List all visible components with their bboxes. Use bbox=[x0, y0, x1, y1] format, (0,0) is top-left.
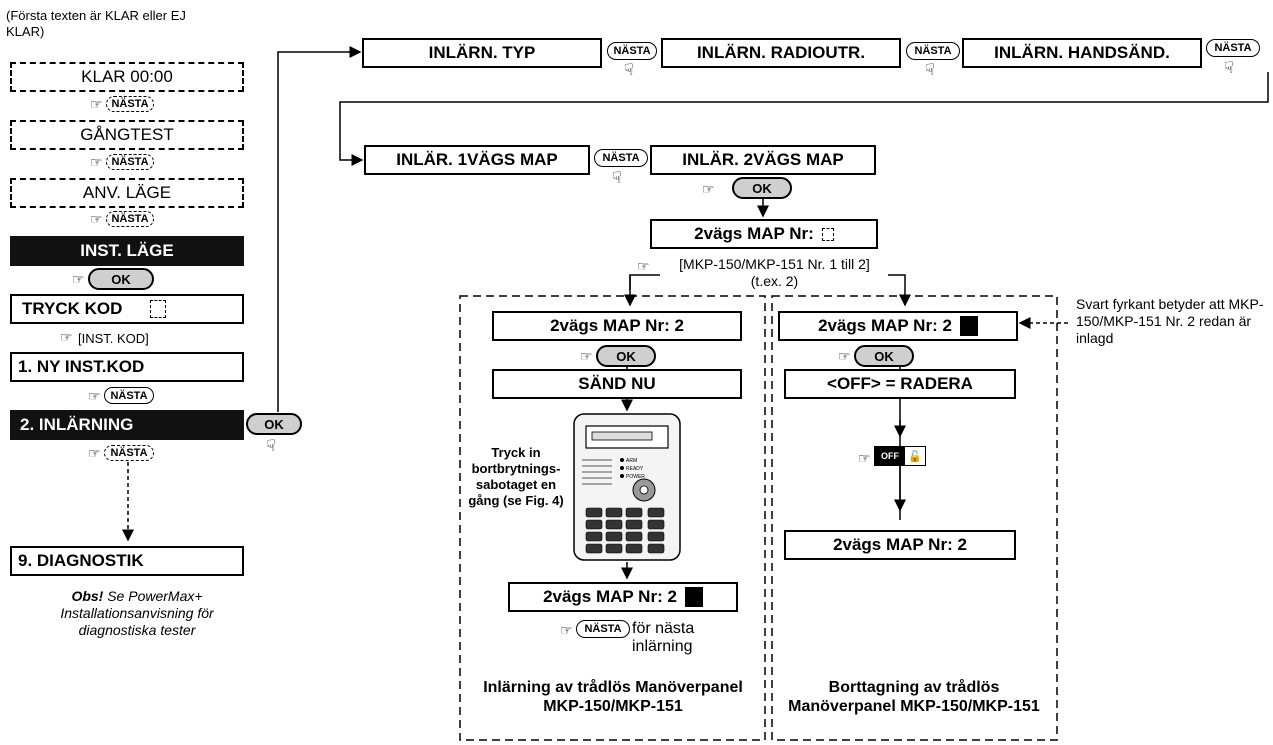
inst-kod-key[interactable]: [INST. KOD] bbox=[78, 331, 149, 346]
branch-title-delete: Borttagning av trådlös Manöverpanel MKP-… bbox=[788, 679, 1040, 715]
note-first-text: (Första texten är KLAR eller EJ KLAR) bbox=[6, 8, 186, 39]
pointing-hand-icon: ☞ bbox=[90, 96, 103, 112]
pointing-hand-icon: ☞ bbox=[60, 329, 73, 345]
pointing-hand-icon: ☞ bbox=[838, 348, 851, 364]
nasta-key[interactable]: NÄSTA bbox=[576, 620, 630, 638]
inlar-2vags-map-display: INLÄR. 2VÄGS MAP bbox=[650, 145, 876, 175]
branch-title-enroll: Inlärning av trådlös Manöverpanel MKP-15… bbox=[483, 679, 743, 715]
pointing-hand-icon: ☞ bbox=[90, 154, 103, 170]
pointing-hand-icon: ☞ bbox=[72, 271, 85, 287]
pointing-hand-icon: ☞ bbox=[560, 622, 573, 638]
pointing-hand-icon: ☟ bbox=[612, 170, 622, 187]
cursor-square bbox=[821, 227, 834, 241]
obs-note: Obs! Se PowerMax+ Installationsanvisning… bbox=[22, 588, 252, 639]
diagnostik-display: 9. DIAGNOSTIK bbox=[10, 546, 244, 576]
tryck-kod-display: TRYCK KOD bbox=[10, 294, 244, 324]
ok-key[interactable]: OK bbox=[246, 413, 302, 435]
enrolled-square bbox=[959, 316, 978, 336]
tamper-note: Tryck in bortbrytnings-sabotaget en gång… bbox=[468, 445, 564, 508]
ok-key[interactable]: OK bbox=[854, 345, 914, 367]
nr2-after-display: 2vägs MAP Nr: 2 bbox=[784, 530, 1016, 560]
pointing-hand-icon: ☞ bbox=[580, 348, 593, 364]
ok-key[interactable]: OK bbox=[732, 177, 792, 199]
nr2-existing-label: 2vägs MAP Nr: 2 bbox=[818, 316, 952, 335]
enrolled-square bbox=[684, 587, 703, 607]
keypad-device-illustration: ARM READY POWER bbox=[573, 413, 681, 561]
inlarn-handsand-display: INLÄRN. HANDSÄND. bbox=[962, 38, 1202, 68]
pointing-hand-icon: ☟ bbox=[266, 438, 276, 455]
obs-text: Se PowerMax+ Installationsanvisning för … bbox=[60, 588, 214, 638]
off-radera-display: <OFF> = RADERA bbox=[784, 369, 1016, 399]
pointing-hand-icon: ☞ bbox=[702, 181, 715, 197]
cursor-square bbox=[150, 300, 167, 318]
inlar-1vags-map-display: INLÄR. 1VÄGS MAP bbox=[364, 145, 590, 175]
anv-lage-display: ANV. LÄGE bbox=[10, 178, 244, 208]
pointing-hand-icon: ☞ bbox=[88, 445, 101, 461]
inst-lage-display: INST. LÄGE bbox=[10, 236, 244, 266]
nasta-key[interactable]: NÄSTA bbox=[594, 149, 648, 167]
pointing-hand-icon: ☟ bbox=[1224, 60, 1234, 77]
obs-label: Obs! bbox=[71, 588, 104, 604]
pointing-hand-icon: ☞ bbox=[90, 211, 103, 227]
pointing-hand-icon: ☟ bbox=[925, 62, 935, 79]
nr-prompt-display: 2vägs MAP Nr: bbox=[650, 219, 878, 249]
svg-text:READY: READY bbox=[626, 466, 644, 472]
nasta-key[interactable]: NÄSTA bbox=[106, 96, 154, 112]
nasta-key[interactable]: NÄSTA bbox=[106, 211, 154, 227]
off-key-label: OFF bbox=[875, 447, 905, 465]
pointing-hand-icon: ☞ bbox=[637, 258, 650, 274]
side-note: Svart fyrkant betyder att MKP-150/MKP-15… bbox=[1076, 296, 1264, 346]
nasta-key[interactable]: NÄSTA bbox=[906, 42, 960, 60]
nasta-key[interactable]: NÄSTA bbox=[104, 387, 154, 404]
tryck-kod-label: TRYCK KOD bbox=[22, 299, 123, 318]
nr2-enrolled-label: 2vägs MAP Nr: 2 bbox=[543, 587, 677, 606]
inlarn-typ-display: INLÄRN. TYP bbox=[362, 38, 602, 68]
pointing-hand-icon: ☞ bbox=[88, 388, 101, 404]
ok-key[interactable]: OK bbox=[596, 345, 656, 367]
nr2-existing-display: 2vägs MAP Nr: 2 bbox=[778, 311, 1018, 341]
nasta-key[interactable]: NÄSTA bbox=[106, 154, 154, 170]
ok-key[interactable]: OK bbox=[88, 268, 154, 290]
gangtest-display: GÅNGTEST bbox=[10, 120, 244, 150]
ny-inst-kod-display: 1. NY INST.KOD bbox=[10, 352, 244, 382]
next-learning-text: för nästa inlärning bbox=[632, 620, 695, 655]
nr2-display: 2vägs MAP Nr: 2 bbox=[492, 311, 742, 341]
inlarning-display: 2. INLÄRNING bbox=[10, 410, 244, 440]
svg-text:POWER: POWER bbox=[626, 474, 645, 480]
klar-display: KLAR 00:00 bbox=[10, 62, 244, 92]
unlock-icon: 🔓 bbox=[905, 447, 925, 465]
nr2-enrolled-display: 2vägs MAP Nr: 2 bbox=[508, 582, 738, 612]
sand-nu-display: SÄND NU bbox=[492, 369, 742, 399]
nasta-key[interactable]: NÄSTA bbox=[104, 445, 154, 461]
nasta-key[interactable]: NÄSTA bbox=[607, 42, 657, 60]
pointing-hand-icon: ☞ bbox=[858, 450, 871, 466]
nr-prompt-label: 2vägs MAP Nr: bbox=[694, 224, 814, 243]
range-note: [MKP-150/MKP-151 Nr. 1 till 2] (t.ex. 2) bbox=[679, 256, 870, 289]
inlarn-radioutr-display: INLÄRN. RADIOUTR. bbox=[661, 38, 901, 68]
pointing-hand-icon: ☟ bbox=[624, 62, 634, 79]
nasta-key[interactable]: NÄSTA bbox=[1206, 39, 1260, 57]
svg-text:ARM: ARM bbox=[626, 458, 637, 464]
off-key[interactable]: OFF 🔓 bbox=[874, 446, 926, 466]
